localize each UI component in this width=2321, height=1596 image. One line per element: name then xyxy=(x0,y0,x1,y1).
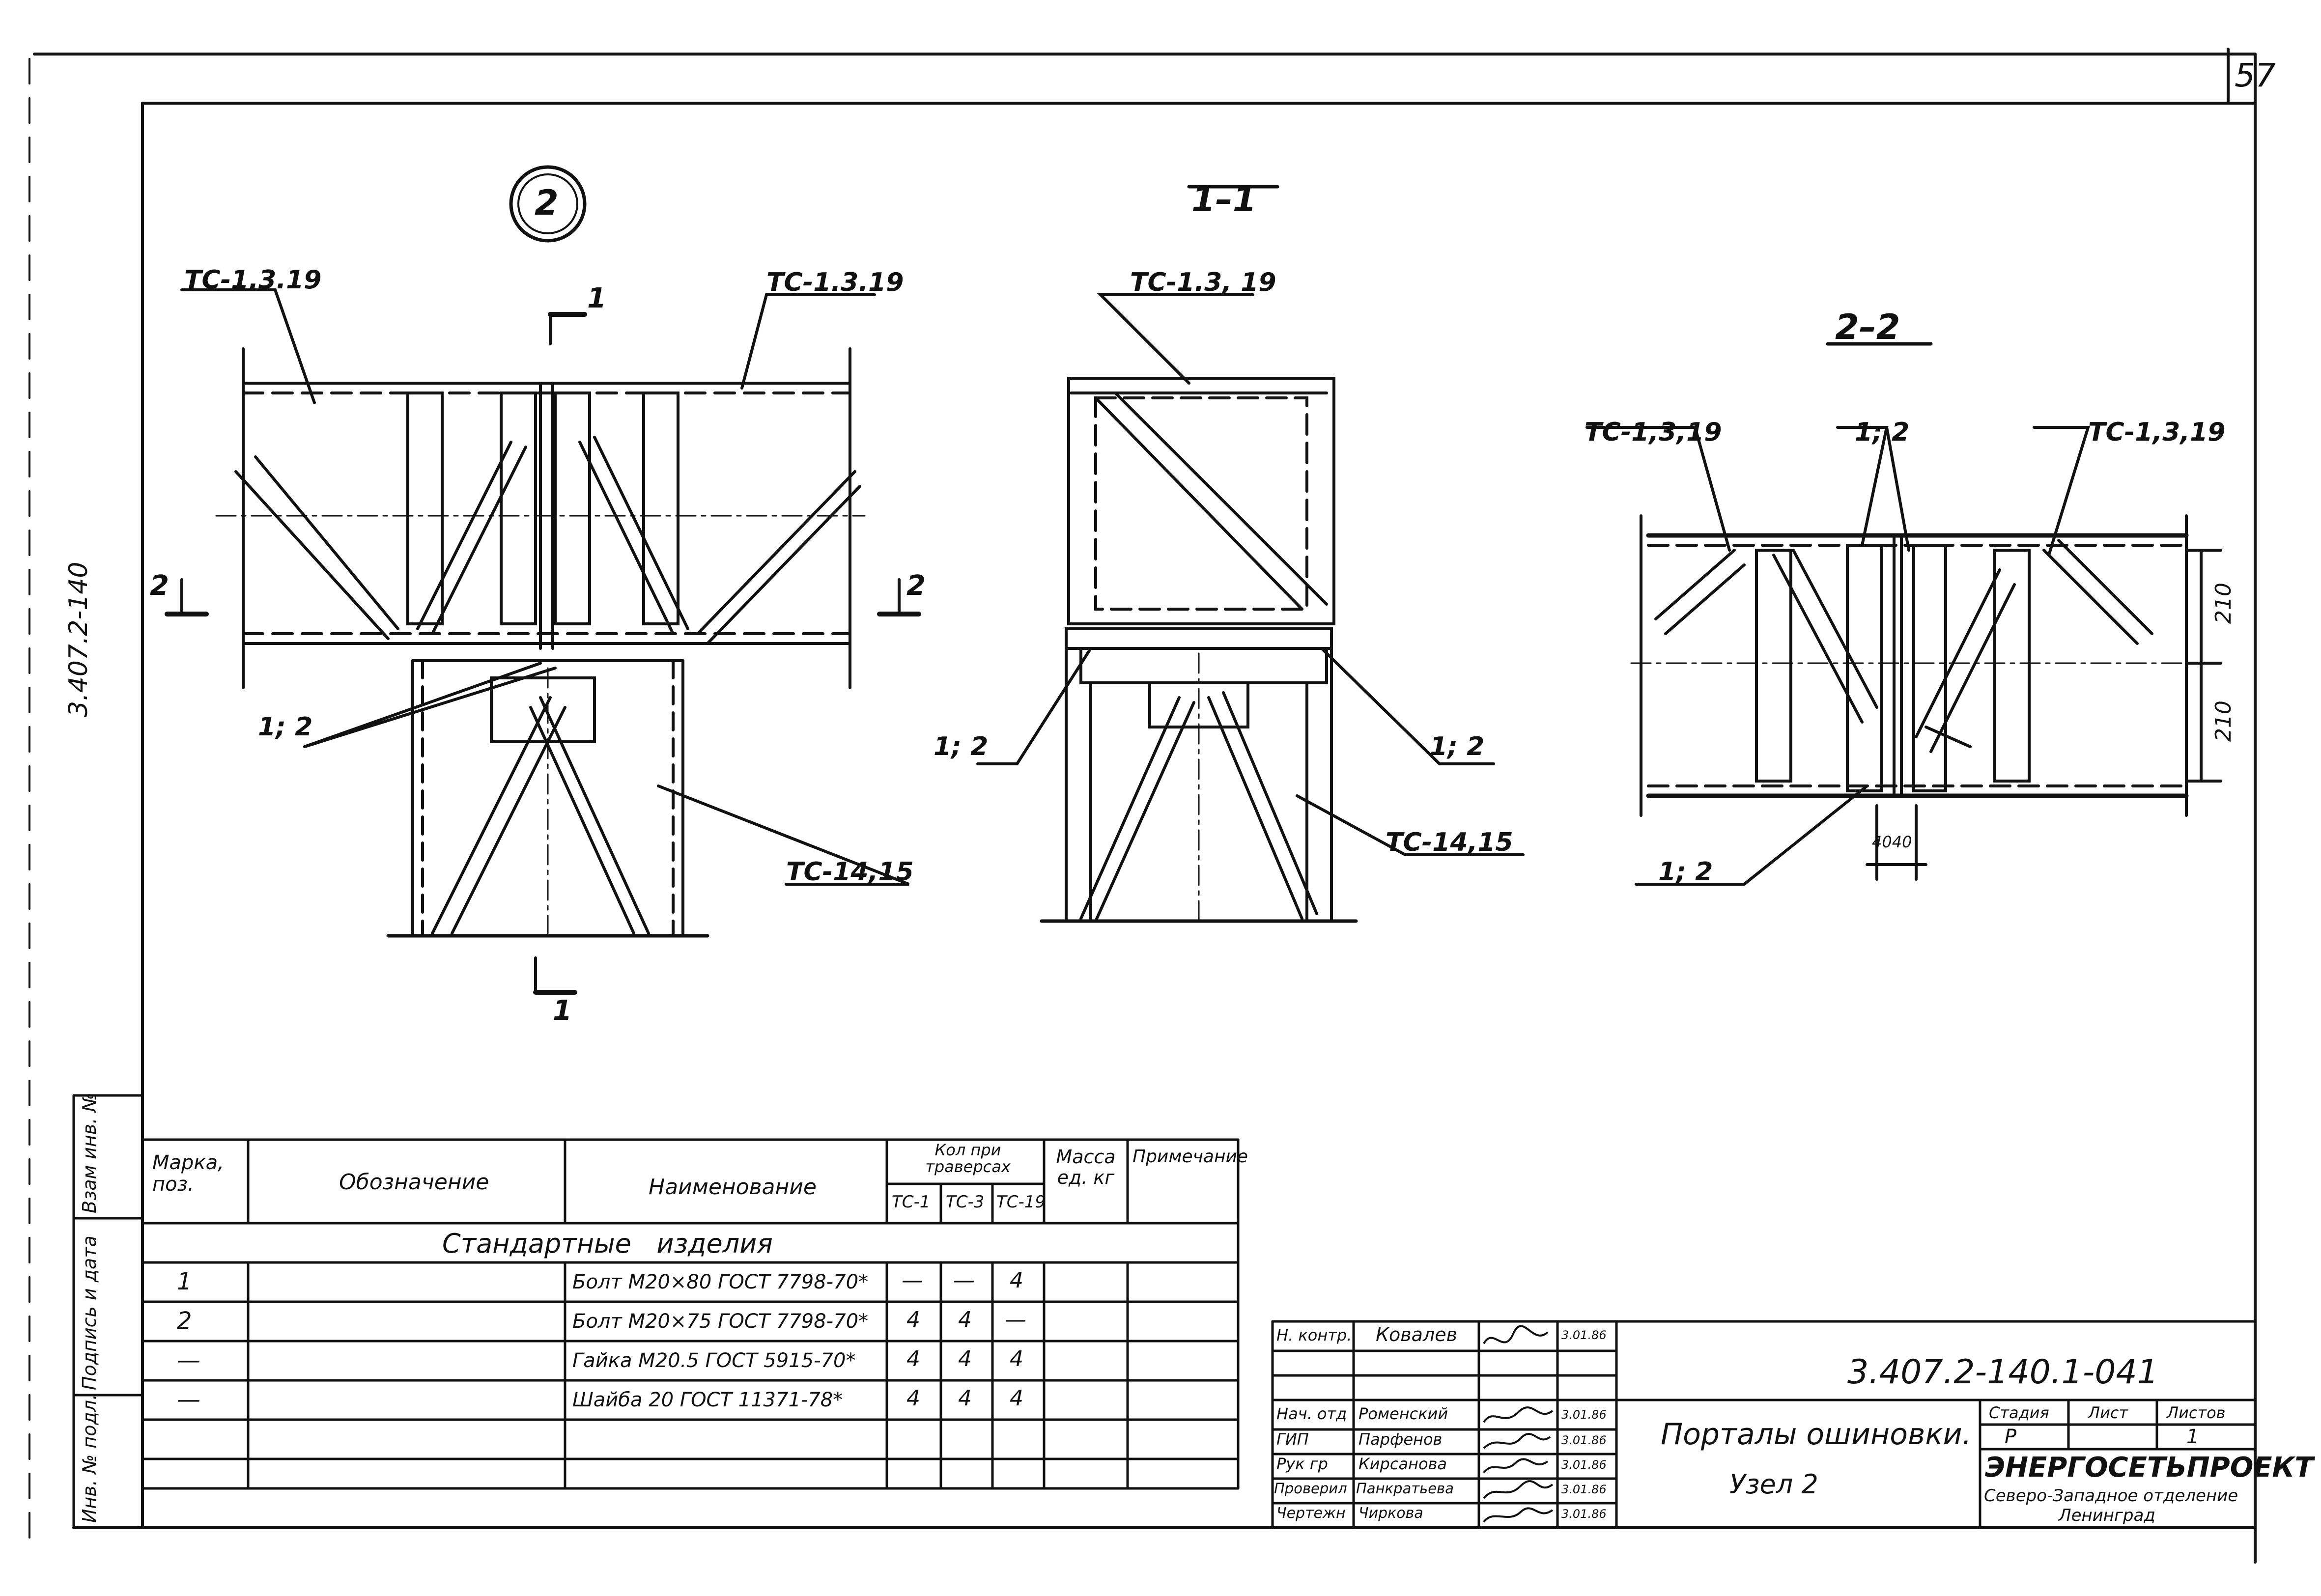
row-4-mark: — xyxy=(177,1386,200,1413)
row-4-name: Шайба 20 ГОСТ 11371-78* xyxy=(572,1389,843,1411)
view-node-2-lines xyxy=(165,165,921,995)
side-stamp-signature: Подпись и дата xyxy=(79,1235,100,1390)
label-tc-1-3-19-left: ТС-1.3.19 xyxy=(184,265,322,295)
row-1-qty-tc1: — xyxy=(902,1268,923,1293)
org-branch: Северо-Западное отделение xyxy=(1984,1486,2238,1506)
staff-date-3: 3.01.86 xyxy=(1561,1433,1607,1447)
document-code: 3.407.2-140.1-041 xyxy=(1847,1353,2159,1392)
section-1-1-lines xyxy=(976,185,1525,924)
label-tc-1-3-19-right: ТС-1.3.19 xyxy=(766,268,904,297)
header-qty-tc1: ТС-1 xyxy=(892,1192,931,1212)
row-3-qty-tc19: 4 xyxy=(1010,1346,1023,1372)
staff-name-1: Ковалев xyxy=(1376,1324,1457,1345)
staff-name-6: Чиркова xyxy=(1359,1505,1423,1522)
row-3-name: Гайка М20.5 ГОСТ 5915-70* xyxy=(572,1349,856,1372)
staff-role-4: Рук гр xyxy=(1276,1455,1328,1473)
dimension-4040: 4040 xyxy=(1872,833,1912,851)
stage-value: Р xyxy=(2005,1426,2017,1448)
staff-date-4: 3.01.86 xyxy=(1561,1458,1607,1472)
side-code: 3.407.2-140 xyxy=(64,561,93,718)
staff-role-3: ГИП xyxy=(1276,1430,1309,1449)
label-tc-1-3-19-section11: ТС-1.3, 19 xyxy=(1130,268,1276,297)
label-pos-1-2-section11-right: 1; 2 xyxy=(1430,732,1485,761)
staff-role-1: Н. контр. xyxy=(1276,1326,1352,1344)
row-4-qty-tc3: 4 xyxy=(958,1386,972,1411)
header-name: Наименование xyxy=(649,1175,817,1200)
sheet-number: 57 xyxy=(2235,56,2276,94)
cut-mark-1-top: 1 xyxy=(587,282,606,314)
label-tc-14-15-section11: ТС-14,15 xyxy=(1386,828,1513,857)
header-qty-group: Кол при траверсах xyxy=(925,1141,1011,1176)
sheets-value: 1 xyxy=(2186,1426,2199,1448)
dimension-210-top: 210 xyxy=(2211,583,2236,624)
label-pos-1-2-section22-top: 1; 2 xyxy=(1855,418,1910,447)
staff-role-2: Нач. отд xyxy=(1276,1404,1347,1423)
row-2-mark: 2 xyxy=(177,1307,192,1335)
sheet-label: Лист xyxy=(2088,1403,2128,1422)
label-tc-14-15-left: ТС-14,15 xyxy=(786,857,914,887)
header-qty-tc19: ТС-19 xyxy=(996,1192,1046,1212)
label-pos-1-2-left: 1; 2 xyxy=(258,712,313,742)
row-2-qty-tc1: 4 xyxy=(906,1307,920,1332)
section-title-1-1: 1–1 xyxy=(1191,179,1257,220)
staff-date-5: 3.01.86 xyxy=(1561,1483,1607,1496)
staff-name-2: Роменский xyxy=(1359,1404,1448,1423)
document-title-line2: Узел 2 xyxy=(1729,1469,1818,1500)
header-note: Примечание xyxy=(1132,1147,1248,1167)
signature-scribbles xyxy=(1483,1325,1554,1523)
staff-role-5: Проверил xyxy=(1274,1480,1347,1497)
node-mark: 2 xyxy=(535,183,559,223)
cut-mark-2-left: 2 xyxy=(150,570,169,602)
section-2-2-lines xyxy=(1585,342,2222,886)
title-block-grid xyxy=(1271,1320,2257,1529)
section-title-2-2: 2–2 xyxy=(1835,307,1900,347)
staff-role-6: Чертежн xyxy=(1276,1505,1346,1522)
spec-table-grid xyxy=(72,1094,1240,1529)
header-designation: Обозначение xyxy=(339,1170,489,1195)
dimension-210-bottom: 210 xyxy=(2211,700,2236,742)
row-2-qty-tc3: 4 xyxy=(958,1307,972,1332)
label-pos-1-2-section22-bottom: 1; 2 xyxy=(1658,857,1713,887)
staff-name-5: Панкратьева xyxy=(1356,1480,1454,1497)
section-title-standard: Стандартные изделия xyxy=(442,1228,773,1259)
label-pos-1-2-section11-left: 1; 2 xyxy=(934,732,989,761)
side-stamp-replace: Взам инв. № xyxy=(79,1092,100,1213)
label-tc-1-3-19-section22-left: ТС-1,3,19 xyxy=(1585,418,1722,447)
stage-label: Стадия xyxy=(1989,1403,2049,1422)
staff-date-6: 3.01.86 xyxy=(1561,1507,1607,1521)
org-city: Ленинград xyxy=(2059,1506,2155,1525)
row-1-qty-tc3: — xyxy=(953,1268,975,1293)
cut-mark-1-bottom: 1 xyxy=(553,995,572,1027)
row-4-qty-tc1: 4 xyxy=(906,1386,920,1411)
row-1-mark: 1 xyxy=(177,1268,192,1295)
cut-mark-2-right: 2 xyxy=(906,570,926,602)
row-1-qty-tc19: 4 xyxy=(1010,1268,1023,1293)
sheets-label: Листов xyxy=(2167,1403,2226,1422)
label-tc-1-3-19-section22-right: ТС-1,3,19 xyxy=(2088,418,2226,447)
staff-date-2: 3.01.86 xyxy=(1561,1408,1607,1422)
document-title-line1: Порталы ошиновки. xyxy=(1661,1417,1972,1452)
row-4-qty-tc19: 4 xyxy=(1010,1386,1023,1411)
org-name: ЭНЕРГОСЕТЬПРОЕКТ xyxy=(1985,1452,2314,1484)
row-3-qty-tc1: 4 xyxy=(906,1346,920,1372)
header-qty-tc3: ТС-3 xyxy=(946,1192,985,1212)
staff-date-1: 3.01.86 xyxy=(1561,1328,1607,1342)
side-stamp-inventory: Инв. № подл. xyxy=(79,1394,100,1523)
staff-name-4: Кирсанова xyxy=(1359,1455,1447,1473)
row-2-name: Болт М20×75 ГОСТ 7798-70* xyxy=(572,1310,869,1333)
header-mark: Марка, поз. xyxy=(152,1151,224,1196)
sheet-frame xyxy=(28,48,2257,1564)
header-mass: Масса ед. кг xyxy=(1056,1146,1116,1188)
row-1-name: Болт М20×80 ГОСТ 7798-70* xyxy=(572,1271,869,1293)
row-2-qty-tc19: — xyxy=(1005,1307,1026,1332)
staff-name-3: Парфенов xyxy=(1359,1430,1443,1449)
row-3-mark: — xyxy=(177,1346,200,1374)
row-3-qty-tc3: 4 xyxy=(958,1346,972,1372)
